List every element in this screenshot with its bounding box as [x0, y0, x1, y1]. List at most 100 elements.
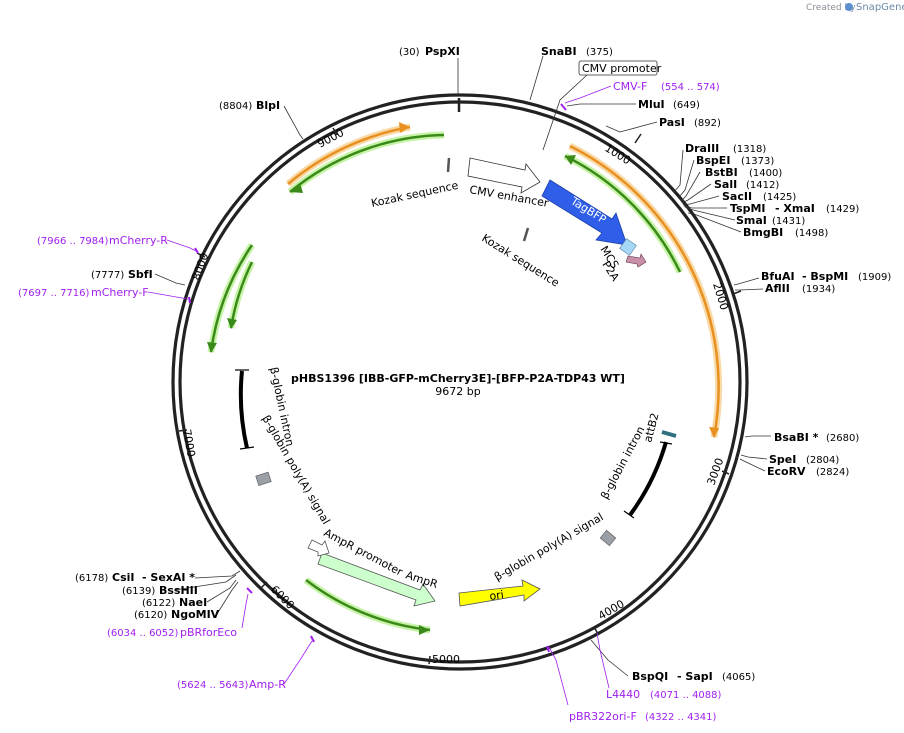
enzyme-snabi-pos: (375) [586, 47, 613, 58]
backbone-outer-strand [171, 93, 749, 671]
enzyme-sapi[interactable]: - SapI [677, 670, 713, 683]
enzyme-sexai[interactable]: - SexAI * [142, 571, 195, 584]
enzyme-bsabi-pos: (2680) [826, 433, 859, 444]
enzyme-bfuai-pos: (1909) [858, 272, 891, 283]
enzyme-pspxi-pos: (30) [399, 47, 420, 58]
primer-pbr322ori-f[interactable]: pBR322ori-F [569, 710, 637, 723]
kozak-sequence-marker-2 [522, 227, 530, 242]
kozak-sequence-marker-1 [446, 157, 451, 173]
enzyme-bspmi[interactable]: - BspMI [802, 270, 848, 283]
enzyme-naei[interactable]: NaeI [179, 596, 207, 609]
primer-pbrforeco-pos: (6034 .. 6052) [107, 628, 179, 639]
enzyme-smai[interactable]: SmaI [736, 214, 767, 227]
enzyme-besshii-pos: (6139) [122, 586, 155, 597]
enzyme-csii[interactable]: CsiI [112, 571, 134, 584]
enzyme-xmai[interactable]: - XmaI [775, 202, 815, 215]
tick-5000: 5000 [432, 653, 460, 666]
credit-brand: SnapGene [856, 2, 904, 13]
tick-7000: 7000 [180, 428, 198, 458]
enzyme-bmgbi[interactable]: BmgBI [743, 226, 783, 239]
enzyme-sbfi-pos: (7777) [91, 270, 124, 281]
enzyme-tspmi[interactable]: TspMI [730, 202, 766, 215]
enzyme-ecorv[interactable]: EcoRV [767, 465, 806, 478]
enzyme-bmgbi-pos: (1498) [795, 228, 828, 239]
primer-l4440[interactable]: L4440 [606, 688, 640, 701]
feature-bglobin-polya-right: β-globin poly(A) signal [492, 510, 606, 583]
p2a-arrow [625, 253, 647, 268]
enzyme-ecorv-pos: (2824) [816, 467, 849, 478]
primer-amp-r-pos: (5624 .. 5643) [177, 680, 249, 691]
enzyme-sali[interactable]: SalI [714, 178, 737, 191]
primer-mcherry-f-pos: (7697 .. 7716) [18, 288, 90, 299]
primer-cmv-f-pos: (554 .. 574) [661, 82, 720, 93]
mcs-box [619, 238, 637, 256]
tagbfp-arrow [541, 179, 628, 246]
enzyme-sbfi[interactable]: SbfI [128, 268, 153, 281]
enzyme-bspqi[interactable]: BspQI [632, 670, 668, 683]
enzyme-mlui[interactable]: MluI [638, 98, 665, 111]
primer-leaders [147, 85, 612, 706]
enzyme-bspqi-pos: (4065) [722, 672, 755, 683]
tick-1000: 1000 [602, 142, 633, 168]
enzyme-bsabi[interactable]: BsaBI * [774, 431, 819, 444]
tick-marks [178, 127, 742, 665]
primer-amp-r[interactable]: Amp-R [249, 678, 286, 691]
plasmid-size: 9672 bp [435, 385, 480, 398]
enzyme-blpi[interactable]: BlpI [256, 99, 280, 112]
bglobin-polya-left-box [255, 471, 272, 486]
feature-cmv-promoter: CMV promoter [582, 62, 662, 75]
enzyme-draiii[interactable]: DraIII [685, 142, 719, 155]
enzyme-sacii[interactable]: SacII [722, 190, 752, 203]
enzyme-smai-pos: (1431) [772, 216, 805, 227]
enzyme-bspei[interactable]: BspEI [696, 154, 730, 167]
enzyme-ngomiv-pos: (6120) [134, 610, 167, 621]
plasmid-title: pHBS1396 [IBB-GFP-mCherry3E]-[BFP-P2A-TD… [291, 372, 625, 385]
enzyme-mlui-pos: (649) [673, 100, 700, 111]
enzyme-tspmi-pos: (1429) [826, 204, 859, 215]
enzyme-pspxi[interactable]: PspXI [425, 45, 460, 58]
enzyme-blpi-pos: (8804) [219, 101, 252, 112]
enzyme-snabi[interactable]: SnaBI [541, 45, 577, 58]
feature-bglobin-polya-left: β-globin poly(A) signal [259, 413, 332, 527]
enzyme-bspei-pos: (1373) [741, 156, 774, 167]
feature-bglobin-intron-right: β-globin intron [598, 424, 647, 501]
enzyme-draiii-pos: (1318) [733, 144, 766, 155]
enzyme-ngomiv[interactable]: NgoMIV [171, 608, 220, 621]
enzyme-spei[interactable]: SpeI [769, 453, 796, 466]
primer-mcherry-f[interactable]: mCherry-F [91, 286, 149, 299]
feature-cmv-enhancer: CMV enhancer [468, 183, 549, 210]
bglobin-intron-left-bar [238, 370, 249, 449]
enzyme-leaders [154, 55, 771, 677]
enzyme-bfuai[interactable]: BfuAI [761, 270, 795, 283]
enzyme-sali-pos: (1412) [746, 180, 779, 191]
cmv-enhancer-arrow [467, 157, 541, 194]
primer-pbr322ori-f-pos: (4322 .. 4341) [645, 712, 717, 723]
orf-arcs [207, 122, 723, 635]
feature-attb2: attB2 [641, 412, 661, 444]
bglobin-polya-right-box [599, 529, 617, 547]
primer-cmv-f[interactable]: CMV-F [613, 80, 647, 93]
enzyme-pasi[interactable]: PasI [659, 116, 685, 129]
feature-ori: ori [489, 588, 505, 603]
enzyme-aflii-pos: (1934) [802, 284, 835, 295]
enzyme-naei-pos: (6122) [142, 598, 175, 609]
attb2-marker [661, 430, 677, 438]
enzyme-bstbi[interactable]: BstBI [705, 166, 738, 179]
primer-pbrforeco[interactable]: pBRforEco [180, 626, 237, 639]
primer-mcherry-r-pos: (7966 .. 7984) [37, 236, 109, 247]
enzyme-csii-pos: (6178) [75, 573, 108, 584]
enzyme-pasi-pos: (892) [694, 118, 721, 129]
ori-arrow [458, 579, 541, 607]
snapgene-logo-icon [845, 3, 853, 11]
enzyme-aflii[interactable]: AflII [765, 282, 790, 295]
feature-kozak-2: Kozak sequence [479, 232, 561, 290]
enzyme-bstbi-pos: (1400) [749, 168, 782, 179]
primer-mcherry-r[interactable]: mCherry-R [109, 234, 168, 247]
credit-prefix: Created by [806, 3, 856, 13]
cmv-promoter-box [578, 60, 658, 76]
ampr-promoter-arrow [307, 539, 330, 557]
enzyme-besshii[interactable]: BssHII [159, 584, 198, 597]
bglobin-intron-right-bar [628, 441, 668, 517]
enzyme-spei-pos: (2804) [806, 455, 839, 466]
